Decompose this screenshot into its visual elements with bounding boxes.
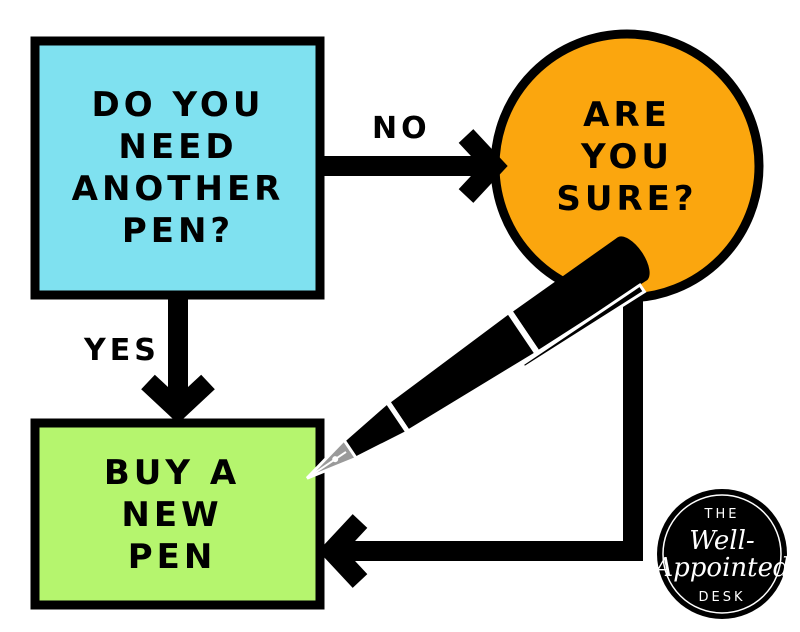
question-line-2: NEED [118, 127, 237, 167]
no-label: NO [372, 111, 431, 146]
action-box [30, 418, 325, 610]
action-line-2: NEW [121, 495, 222, 535]
logo-script-line-1: Well- [689, 526, 754, 556]
well-appointed-desk-logo: THE Well- Appointed DESK [652, 489, 790, 619]
question-line-4: PEN? [122, 211, 234, 251]
arrow-sure [318, 300, 643, 588]
action-line-1: BUY A [104, 453, 240, 493]
yes-label: YES [83, 333, 160, 368]
fountain-pen-icon [305, 236, 650, 480]
confirm-line-3: SURE? [556, 179, 697, 219]
confirm-line-1: ARE [583, 95, 671, 135]
logo-top-text: THE [704, 507, 740, 522]
question-box [30, 36, 325, 300]
question-line-3: ANOTHER [72, 169, 285, 209]
question-text: DO YOU NEED ANOTHER PEN? [72, 85, 285, 251]
question-line-1: DO YOU [92, 85, 265, 125]
action-text: BUY A NEW PEN [104, 453, 240, 577]
arrow-yes [141, 297, 215, 424]
logo-script-line-2: Appointed [652, 553, 789, 583]
arrow-no [322, 129, 508, 203]
confirm-text: ARE YOU SURE? [556, 95, 697, 219]
logo-bottom-text: DESK [698, 590, 745, 605]
confirm-line-2: YOU [580, 137, 673, 177]
action-line-3: PEN [128, 537, 217, 577]
